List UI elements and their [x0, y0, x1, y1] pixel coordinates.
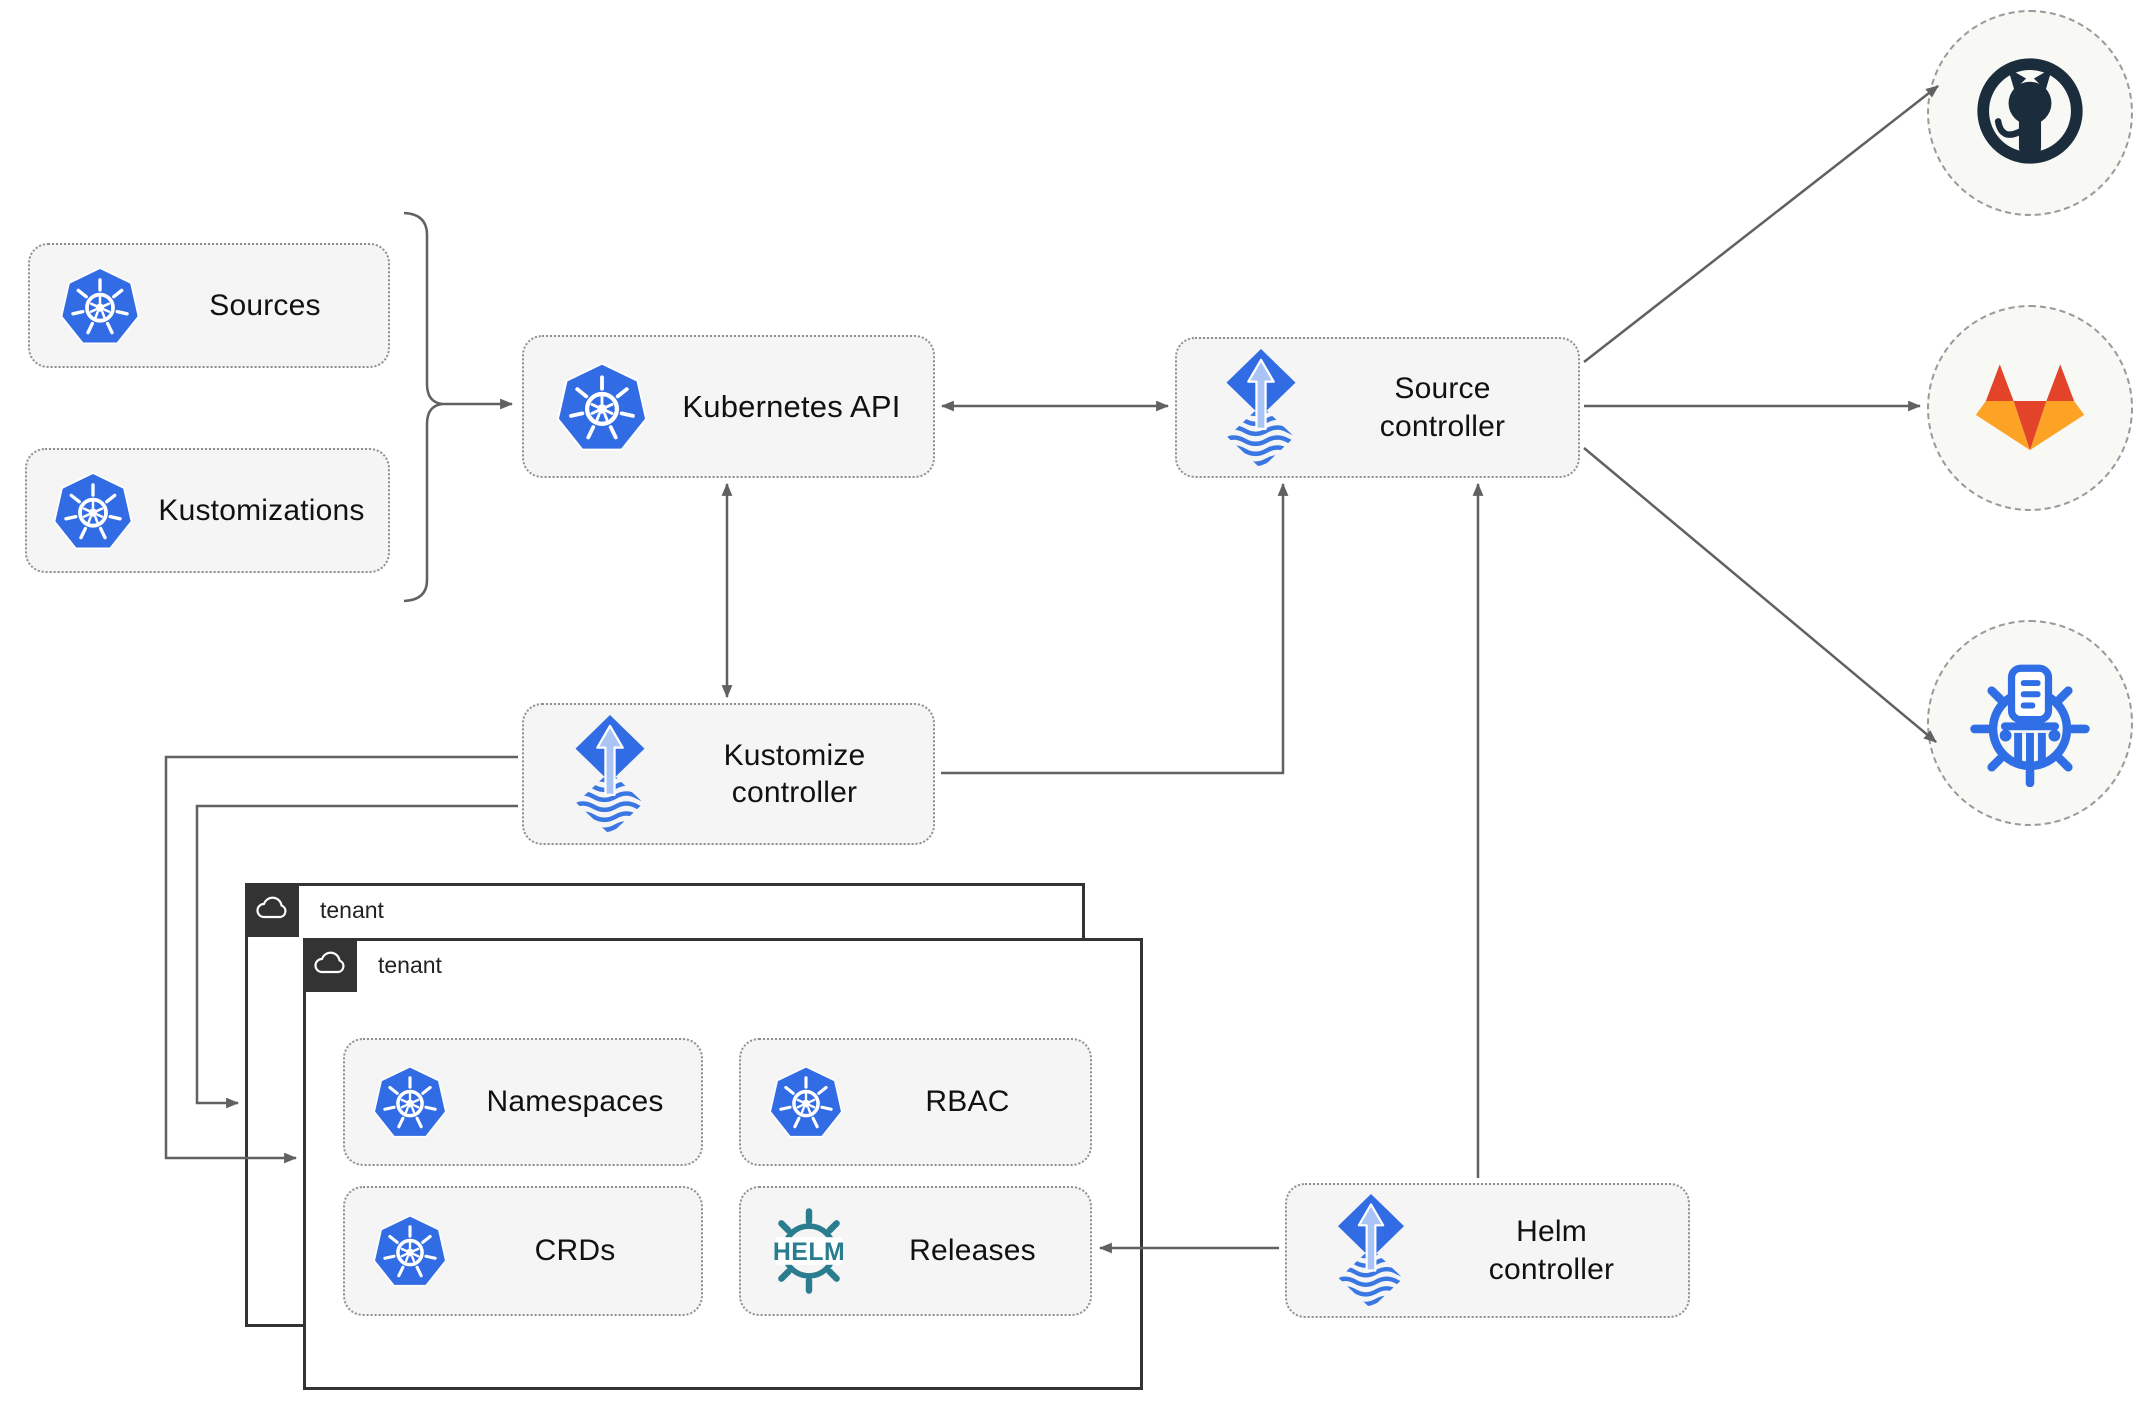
edge-source-to-registry: [1583, 447, 1937, 743]
kubernetes-icon: [767, 1063, 845, 1141]
node-label: Sources: [209, 288, 321, 322]
node-rbac: RBAC: [739, 1038, 1092, 1166]
node-sources: Sources: [28, 243, 390, 368]
edge-source-to-github: [1583, 85, 1939, 363]
edge-kustomize-to-source-controller: [941, 482, 1289, 775]
node-kustomize-controller: Kustomize controller: [522, 703, 935, 845]
endpoint-gitlab: [1927, 305, 2133, 511]
flux-icon: [1215, 349, 1307, 467]
cloud-icon: [303, 938, 357, 992]
node-label: Helm controller: [1488, 1215, 1615, 1286]
kubernetes-icon: [51, 469, 135, 553]
grouping-brace: [403, 211, 443, 603]
gitlab-icon: [1967, 343, 2093, 474]
node-helm-controller: Helm controller: [1285, 1183, 1690, 1318]
node-source-controller: Source controller: [1175, 337, 1580, 478]
node-kubernetes-api: Kubernetes API: [522, 335, 935, 478]
node-label: CRDs: [534, 1234, 616, 1267]
node-label: Source controller: [1379, 372, 1506, 443]
endpoint-container-registry: [1927, 620, 2133, 826]
node-label: Kubernetes API: [682, 388, 901, 424]
node-label: Kustomizations: [158, 493, 365, 527]
kubernetes-icon: [58, 264, 142, 348]
node-label: Releases: [909, 1234, 1036, 1267]
node-releases: Releases: [739, 1186, 1092, 1316]
flux-icon: [1327, 1194, 1415, 1307]
tenant-label: tenant: [320, 897, 384, 923]
endpoint-github: [1927, 10, 2133, 216]
flux-icon: [564, 715, 656, 833]
node-label: Namespaces: [486, 1085, 664, 1118]
kubernetes-icon: [371, 1063, 449, 1141]
registry-icon: [1964, 655, 2096, 792]
cloud-icon: [245, 883, 299, 937]
node-namespaces: Namespaces: [343, 1038, 703, 1166]
tenant-box-front: tenant Namespaces RBAC CRDs: [303, 938, 1143, 1390]
node-label: Kustomize controller: [723, 738, 866, 810]
github-icon: [1965, 46, 2095, 181]
node-kustomizations: Kustomizations: [25, 448, 390, 573]
tenant-label: tenant: [378, 952, 442, 978]
kubernetes-icon: [554, 359, 650, 455]
node-crds: CRDs: [343, 1186, 703, 1316]
kubernetes-icon: [371, 1212, 449, 1290]
node-label: RBAC: [925, 1085, 1010, 1118]
helm-icon: [763, 1205, 855, 1297]
